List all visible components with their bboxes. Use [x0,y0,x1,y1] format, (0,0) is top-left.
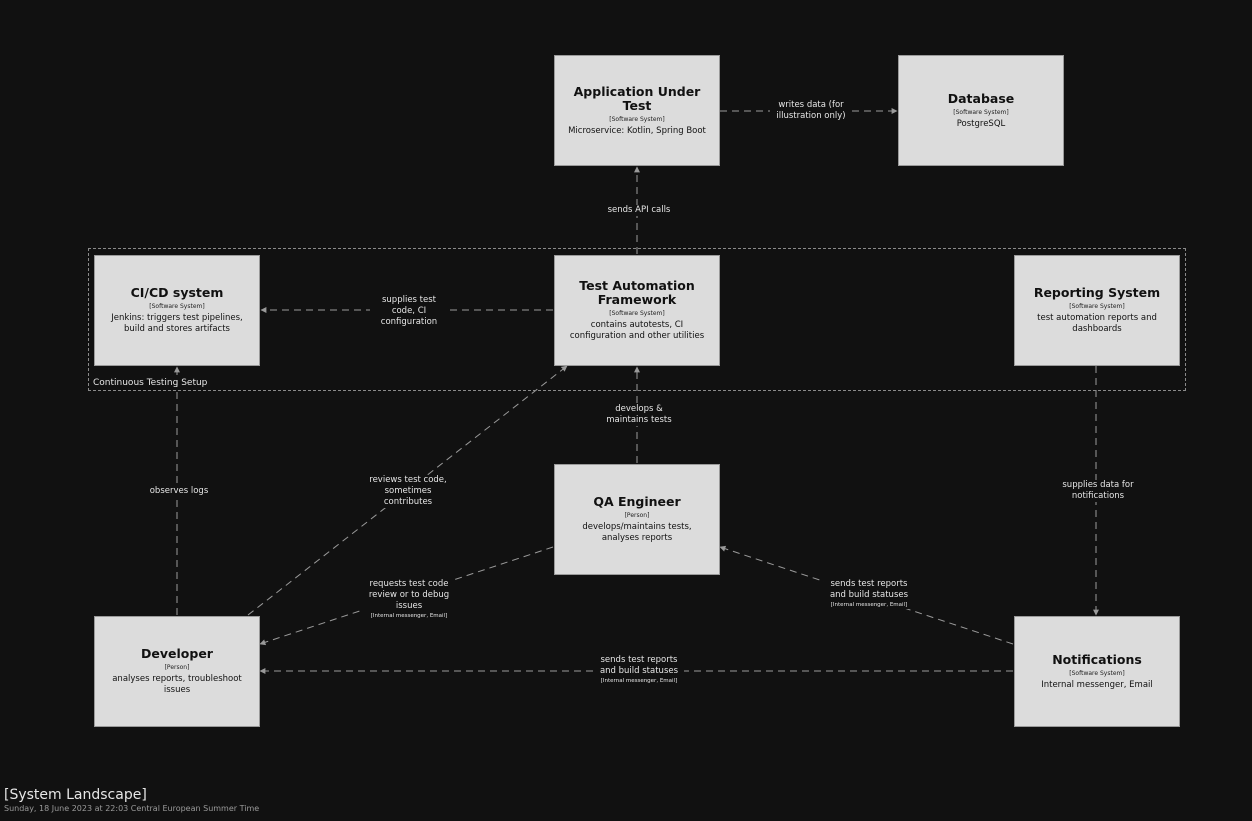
node-title: QA Engineer [593,494,681,509]
edge-qa-dev [259,546,554,646]
node-kind: [Person] [624,512,650,519]
node-application-under-test[interactable]: Application Under Test [Software System]… [554,55,720,166]
node-description: PostgreSQL [956,118,1006,129]
node-database[interactable]: Database [Software System] PostgreSQL [898,55,1064,166]
node-test-automation-framework[interactable]: Test Automation Framework [Software Syst… [554,255,720,366]
node-reporting-system[interactable]: Reporting System [Software System] test … [1014,255,1180,366]
edge-label-dev-taf: reviews test code, sometimes contributes [362,475,454,508]
edge-label-aut-db: writes data (for illustration only) [770,100,852,122]
node-qa-engineer[interactable]: QA Engineer [Person] develops/maintains … [554,464,720,575]
node-title: Test Automation Framework [579,278,695,307]
node-description: develops/maintains tests, analyses repor… [582,522,692,543]
edge-label-qa-taf: develops & maintains tests [600,404,678,426]
node-description: Microservice: Kotlin, Spring Boot [568,125,706,136]
edge-label-qa-dev: requests test code review or to debug is… [364,579,454,620]
node-kind: [Software System] [1069,303,1125,310]
node-title: Reporting System [1033,285,1161,300]
edge-notif-qa [719,545,1014,645]
node-cicd-system[interactable]: CI/CD system [Software System] Jenkins: … [94,255,260,366]
continuous-testing-boundary: Continuous Testing Setup [88,248,1186,391]
node-kind: [Software System] [149,303,205,310]
node-kind: [Software System] [609,310,665,317]
boundary-label: Continuous Testing Setup [93,378,208,388]
edge-label-reporting-notif: supplies data for notifications [1056,480,1140,502]
edge-label-dev-cicd: observes logs [140,486,218,497]
node-kind: [Software System] [953,108,1009,116]
diagram-title: [System Landscape] [4,787,147,803]
node-description: Jenkins: triggers test pipelines, build … [111,313,243,334]
node-title: CI/CD system [130,285,224,300]
node-description: contains autotests, CI configuration and… [569,320,705,341]
node-kind: [Software System] [1069,669,1125,677]
node-title: Database [947,90,1015,106]
edge-label-taf-aut: sends API calls [602,205,676,216]
node-description: analyses reports, troubleshoot issues [112,674,242,695]
node-title: Developer [141,646,213,661]
node-notifications[interactable]: Notifications [Software System] Internal… [1014,616,1180,727]
node-title: Application Under Test [573,83,701,113]
edge-label-taf-cicd: supplies test code, CI configuration [370,295,448,328]
diagram-timestamp: Sunday, 18 June 2023 at 22:03 Central Eu… [4,804,260,813]
edge-dev-taf [247,365,568,616]
node-description: test automation reports and dashboards [1037,313,1157,334]
node-developer[interactable]: Developer [Person] analyses reports, tro… [94,616,260,727]
node-description: Internal messenger, Email [1041,679,1153,690]
edge-label-notif-dev: sends test reports and build statuses [I… [594,655,684,685]
edge-label-notif-qa: sends test reports and build statuses [I… [824,579,914,609]
node-kind: [Software System] [609,115,665,123]
node-kind: [Person] [164,664,190,671]
node-title: Notifications [1052,651,1142,667]
